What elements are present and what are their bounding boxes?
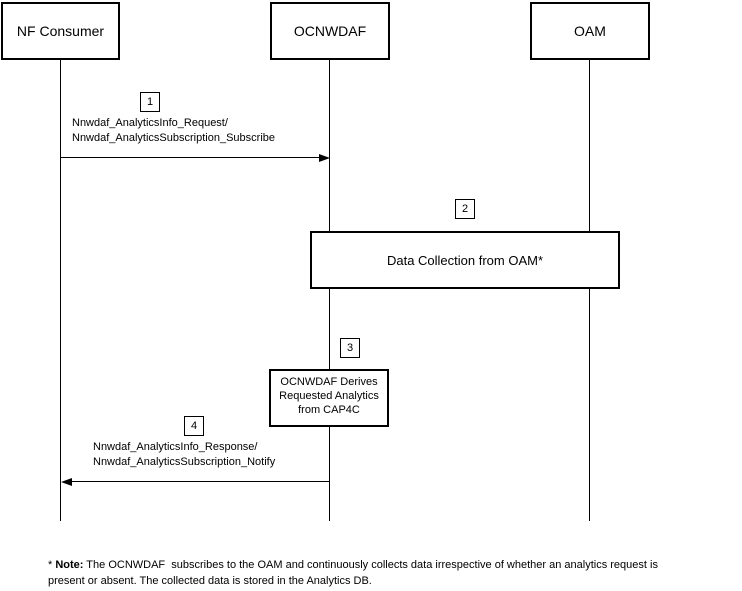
message-1-line-1: Nnwdaf_AnalyticsInfo_Request/ bbox=[72, 117, 228, 129]
message-4-label: Nnwdaf_AnalyticsInfo_Response/ Nnwdaf_An… bbox=[93, 440, 275, 470]
footnote-prefix: * bbox=[48, 559, 56, 571]
step-number-box-3: 3 bbox=[340, 338, 360, 358]
message-1-arrowhead-right-icon bbox=[319, 154, 330, 162]
message-4-arrowhead-left-icon bbox=[61, 478, 72, 486]
actor-label-ocnwdaf: OCNWDAF bbox=[293, 23, 367, 39]
message-4-line-2: Nnwdaf_AnalyticsSubscription_Notify bbox=[93, 456, 276, 468]
footnote-line-1: The OCNWDAF subscribes to the OAM and co… bbox=[83, 559, 658, 571]
step-number-box-4: 4 bbox=[184, 416, 204, 436]
message-4-arrow-line bbox=[72, 481, 329, 482]
lifeline-oam bbox=[589, 60, 590, 521]
message-1-line-2: Nnwdaf_AnalyticsSubscription_Subscribe bbox=[72, 132, 275, 144]
step-number-3: 3 bbox=[346, 342, 354, 354]
lifeline-nf-consumer bbox=[60, 60, 61, 521]
activity-derive-line-2: Requested Analytics bbox=[279, 390, 379, 402]
step-number-box-1: 1 bbox=[140, 92, 160, 112]
step-number-4: 4 bbox=[190, 420, 198, 432]
step-number-1: 1 bbox=[146, 96, 154, 108]
actor-box-ocnwdaf: OCNWDAF bbox=[270, 2, 390, 60]
message-1-label: Nnwdaf_AnalyticsInfo_Request/ Nnwdaf_Ana… bbox=[72, 116, 275, 146]
activity-box-derive-analytics: OCNWDAF Derives Requested Analytics from… bbox=[269, 369, 389, 427]
step-number-2: 2 bbox=[461, 203, 469, 215]
activity-derive-line-3: from CAP4C bbox=[298, 404, 360, 416]
actor-box-nf-consumer: NF Consumer bbox=[1, 2, 120, 60]
lifeline-ocnwdaf bbox=[329, 60, 330, 521]
footnote-line-2: present or absent. The collected data is… bbox=[48, 574, 372, 587]
activity-box-data-collection: Data Collection from OAM* bbox=[310, 231, 620, 289]
actor-label-nf-consumer: NF Consumer bbox=[16, 23, 105, 39]
step-number-box-2: 2 bbox=[455, 199, 475, 219]
actor-box-oam: OAM bbox=[530, 2, 650, 60]
activity-derive-line-1: OCNWDAF Derives bbox=[280, 376, 378, 388]
message-1-arrow-line bbox=[61, 157, 319, 158]
footnote: * Note: The OCNWDAF subscribes to the OA… bbox=[48, 558, 738, 589]
actor-label-oam: OAM bbox=[574, 23, 606, 39]
footnote-bold-label: Note: bbox=[55, 559, 84, 571]
activity-label-data-collection: Data Collection from OAM* bbox=[386, 252, 544, 268]
message-4-line-1: Nnwdaf_AnalyticsInfo_Response/ bbox=[93, 441, 258, 453]
